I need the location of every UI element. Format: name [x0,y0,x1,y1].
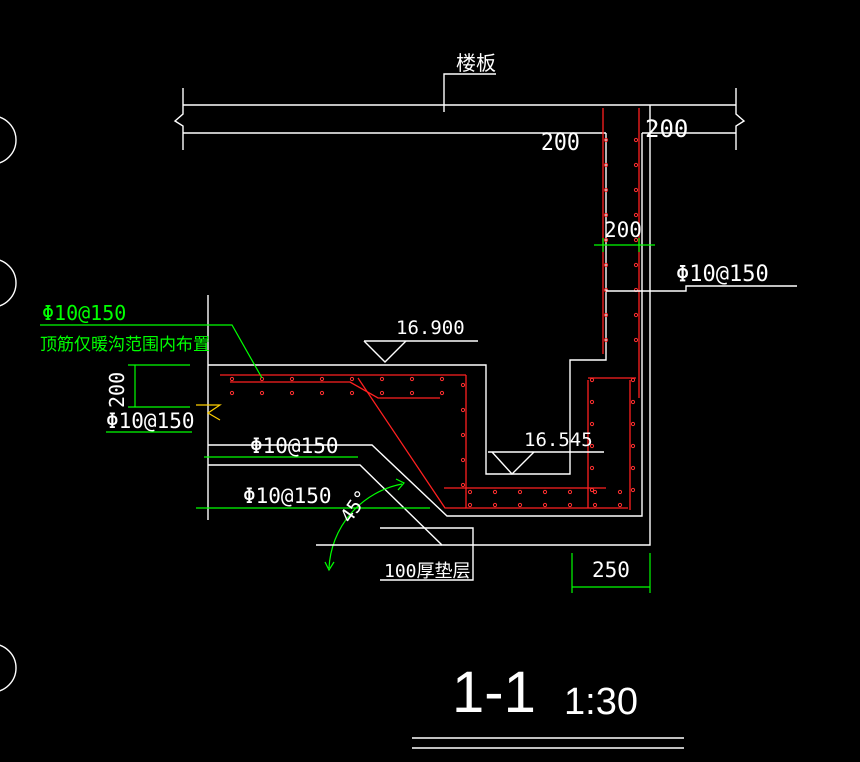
elevation-upper: 16.900 [363,317,478,363]
rebar-dot [289,376,295,382]
rebar-dot [289,390,295,396]
rebar-dot [630,377,636,383]
rebar-dot [633,212,639,218]
grid-bubbles [0,116,17,692]
rebar-dot [229,376,235,382]
rebar-dot [633,237,639,243]
rebar-dot [589,421,595,427]
rebar-dot [567,502,573,508]
rebar-dot [409,376,415,382]
angle-45: 45° [324,478,405,572]
rebar-dot [633,337,639,343]
rebar-dot [603,262,609,268]
rebar-dot [589,443,595,449]
dim-200-vertical: 200 [105,364,190,408]
rebar-dot [589,487,595,493]
rebar-left-2-label: Φ10@150 [106,409,195,433]
rebar-top-left-annotation: Φ10@150 顶筋仅暖沟范围内布置 [40,301,263,379]
rebar-dot [467,502,473,508]
rebar-dot [517,489,523,495]
scale-label: 1:30 [564,681,638,723]
rebar-dot [567,489,573,495]
rebar-dot [589,465,595,471]
rebar-dot [409,390,415,396]
rebar-dot [603,237,609,243]
dim-200-vertical-label: 200 [105,372,129,408]
elevation-lower: 16.545 [488,429,604,476]
rebar-dot [633,262,639,268]
elev-upper-label: 16.900 [396,317,465,339]
rebar-dot [492,489,498,495]
rebar-dot [319,390,325,396]
rebar-dot [542,489,548,495]
elev-lower-label: 16.545 [524,429,593,451]
drawing-title: 1-1 1:30 [412,660,684,749]
floor-slab [173,88,746,150]
rebar-dot [617,489,623,495]
rebar-dot [603,312,609,318]
rebar-dot [633,137,639,143]
rebar-dot [603,137,609,143]
rebar-dot [379,390,385,396]
section-title: 1-1 [452,660,536,725]
cushion-label: 100厚垫层 [384,561,471,582]
dim-200-right: 200 [645,115,688,143]
rebar-right-annotation: Φ10@150 [606,262,797,292]
rebar-dot [460,482,466,488]
rebar-dot [460,457,466,463]
rebar-dots [229,137,639,508]
rebar-dot [319,376,325,382]
dim-200-mid-label: 200 [604,218,642,242]
rebar-dot [517,502,523,508]
rebar-dot [589,399,595,405]
rebar-dot [633,187,639,193]
rebar-mid-2-label: Φ10@150 [243,484,332,508]
rebar-dot [630,487,636,493]
trench-outline [207,105,651,546]
rebar-dot [229,390,235,396]
rebar-dot [633,162,639,168]
rebar-dot [589,377,595,383]
rebar-dot [439,376,445,382]
slab-leader: 楼板 [443,51,496,112]
rebar-dot [439,390,445,396]
rebar-dot [492,502,498,508]
rebar-dot [349,390,355,396]
rebar-dot [460,432,466,438]
rebar-mid-1-label: Φ10@150 [250,434,339,458]
top-rebar-note: 顶筋仅暖沟范围内布置 [40,335,210,355]
dim-200-mid: 200 [594,218,655,252]
rebar-dot [633,312,639,318]
rebar-dot [592,502,598,508]
rebar-dot [603,337,609,343]
rebar-left-2-annotation: Φ10@150 [106,404,222,433]
rebar-dot [460,382,466,388]
rebar-dot [349,376,355,382]
rebar-dot [379,376,385,382]
dim-250-label: 250 [592,558,630,582]
rebar-lines [220,108,640,510]
rebar-dot [630,399,636,405]
dim-200-left: 200 [541,129,580,156]
rebar-dot [617,502,623,508]
rebar-dot [630,443,636,449]
rebar-dot [259,390,265,396]
cushion-layer: 100厚垫层 [316,527,474,582]
rebar-dot [460,407,466,413]
dim-250: 250 [571,553,651,593]
rebar-mid-annotations: Φ10@150 Φ10@150 [196,434,430,509]
rebar-dot [630,421,636,427]
rebar-dot [603,187,609,193]
rebar-dot [603,162,609,168]
slab-label: 楼板 [456,51,496,75]
rebar-right-label: Φ10@150 [676,262,769,287]
angle-label: 45° [336,486,374,527]
rebar-dot [603,212,609,218]
rebar-top-left-label: Φ10@150 [42,301,126,325]
rebar-dot [630,465,636,471]
rebar-dot [592,489,598,495]
rebar-dot [542,502,548,508]
rebar-dot [467,489,473,495]
